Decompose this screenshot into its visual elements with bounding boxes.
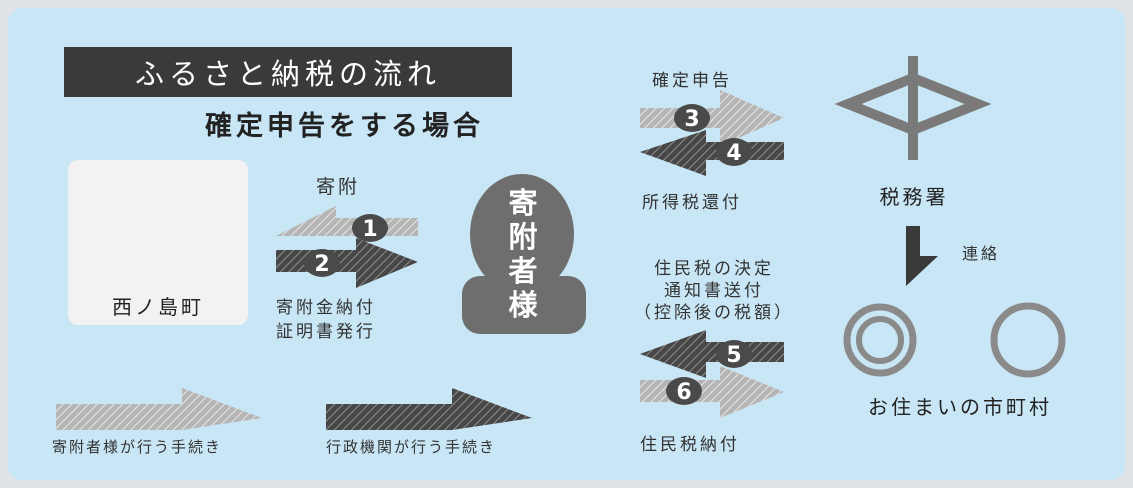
municipality-symbol-icon: [843, 302, 1066, 378]
diagram-title: ふるさと納税の流れ: [64, 47, 512, 97]
town-label: 西ノ島町: [112, 295, 204, 319]
legend-government-label: 行政機関が行う手続き: [326, 438, 497, 456]
tax-office-symbol-icon: [834, 56, 992, 160]
arrow-step-6: 6: [640, 366, 784, 418]
step-6-number: 6: [676, 380, 691, 405]
step-3-number: 3: [684, 107, 699, 132]
donor-label: 寄 附 者 様: [508, 186, 538, 322]
tax-office-label: 税務署: [879, 185, 949, 209]
arrow-step-3: 3: [640, 90, 784, 146]
arrow-step-5: 5: [640, 330, 784, 378]
legend-donor-label: 寄附者様が行う手続き: [52, 438, 223, 456]
legend-donor-arrow-icon: [56, 388, 262, 430]
contact-label: 連絡: [962, 244, 1001, 263]
legend-government-arrow-icon: [326, 388, 532, 430]
tax-return-label: 確定申告: [652, 71, 732, 91]
donation-label: 寄附: [316, 176, 361, 198]
municipality-label: お住まいの市町村: [868, 395, 1052, 419]
town-card: [68, 160, 248, 325]
step-2-number: 2: [314, 252, 329, 277]
arrow-step-1: 1: [276, 206, 418, 242]
arrow-step-4: 4: [640, 130, 784, 176]
diagram-subtitle: 確定申告をする場合: [205, 111, 484, 142]
certificate-label: 寄附金納付 証明書発行: [276, 298, 376, 342]
income-tax-refund-label: 所得税還付: [642, 193, 742, 213]
resident-tax-notice-label: 住民税の決定 通知書送付 （控除後の税額）: [634, 259, 794, 323]
step-5-number: 5: [726, 343, 741, 368]
step-4-number: 4: [726, 141, 741, 166]
donor-person-icon: [462, 174, 586, 334]
contact-arrow-icon: [906, 226, 938, 286]
arrow-step-2: 2: [276, 238, 418, 288]
step-1-number: 1: [362, 217, 377, 242]
resident-tax-payment-label: 住民税納付: [640, 435, 740, 455]
